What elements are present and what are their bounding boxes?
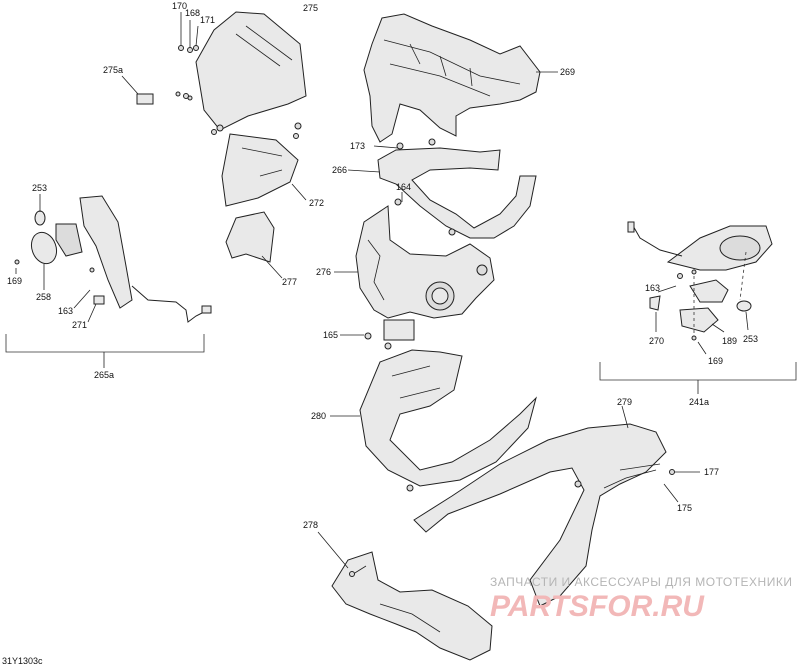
- label-272: 272: [309, 198, 324, 208]
- watermark: ЗАПЧАСТИ И АКСЕССУАРЫ ДЛЯ МОТОТЕХНИКИ PA…: [490, 575, 792, 623]
- left-mirror-part: [14, 195, 212, 323]
- label-173: 173: [350, 141, 365, 151]
- label-241a: 241a: [689, 397, 709, 407]
- label-276: 276: [316, 267, 331, 277]
- label-271: 271: [72, 320, 87, 330]
- label-169-right: 169: [708, 356, 723, 366]
- watermark-tagline: ЗАПЧАСТИ И АКСЕССУАРЫ ДЛЯ МОТОТЕХНИКИ: [490, 575, 792, 589]
- right-mirror-part: [627, 221, 773, 341]
- label-269: 269: [560, 67, 575, 77]
- label-280: 280: [311, 411, 326, 421]
- sticker-275a: [136, 93, 154, 105]
- watermark-logo: PARTSFOR.RU: [490, 590, 705, 623]
- label-165: 165: [323, 330, 338, 340]
- bracket-241a: [599, 362, 797, 381]
- label-189: 189: [722, 336, 737, 346]
- windshield-hardware: [175, 12, 299, 139]
- deflector-part-272: [221, 133, 299, 207]
- label-275: 275: [303, 3, 318, 13]
- upper-fairing-part: [363, 13, 541, 143]
- label-168: 168: [185, 8, 200, 18]
- cover-part-277: [225, 211, 275, 263]
- label-253-right: 253: [743, 334, 758, 344]
- side-fairing-part: [413, 423, 667, 607]
- label-277: 277: [282, 277, 297, 287]
- label-171: 171: [200, 15, 215, 25]
- nose-cone-part: [359, 349, 537, 492]
- label-265a: 265a: [94, 370, 114, 380]
- label-279: 279: [617, 397, 632, 407]
- label-163-right: 163: [645, 283, 660, 293]
- bracket-265a: [5, 334, 205, 353]
- label-170: 170: [172, 1, 187, 11]
- label-164: 164: [396, 182, 411, 192]
- support-bracket-part: [377, 138, 537, 239]
- label-177: 177: [704, 467, 719, 477]
- part-labels: 170 168 171 275 275a 269 173 266 164 272…: [2, 1, 758, 666]
- label-253-left: 253: [32, 183, 47, 193]
- headlight-housing-part: [355, 205, 495, 341]
- lower-panel-part: [331, 551, 493, 661]
- label-278: 278: [303, 520, 318, 530]
- label-270: 270: [649, 336, 664, 346]
- windshield-part: [183, 11, 307, 132]
- label-175: 175: [677, 503, 692, 513]
- label-275a: 275a: [103, 65, 123, 75]
- drawing-code: 31Y1303c: [2, 656, 43, 666]
- label-266: 266: [332, 165, 347, 175]
- label-169-left: 169: [7, 276, 22, 286]
- label-163-left: 163: [58, 306, 73, 316]
- label-258: 258: [36, 292, 51, 302]
